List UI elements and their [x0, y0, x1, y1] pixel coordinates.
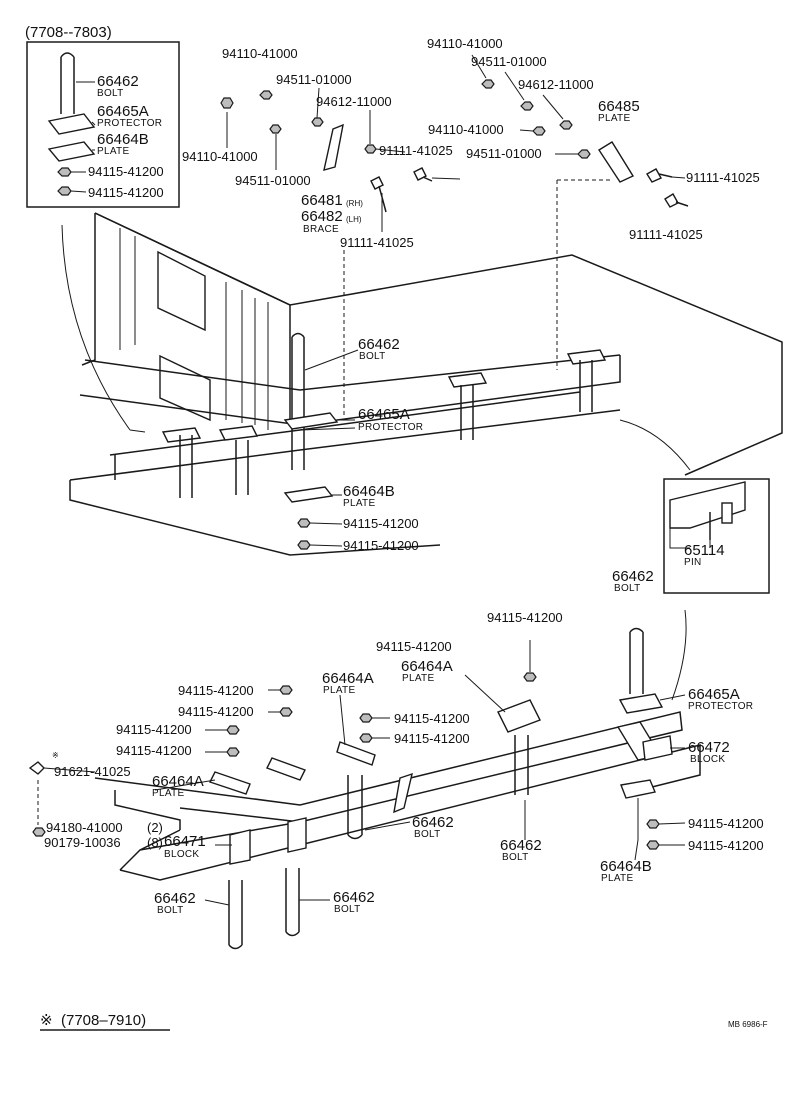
note-mark-bolt: ※ [52, 751, 59, 760]
plate-66485-number: 66485 [598, 98, 640, 115]
lower-nut-m1: 94115-41200 [394, 711, 470, 726]
label-94612-a: 94612-11000 [316, 94, 392, 109]
inset-box-7708-7803 [26, 41, 180, 208]
lower-nut-l3: 94115-41200 [116, 722, 192, 737]
brace-rh-suffix: (RH) [346, 199, 363, 208]
lower-nut-l1: 94115-41200 [178, 683, 254, 698]
lower-nut-r1: 94115-41200 [688, 816, 764, 831]
lower-nut-90179: 90179-10036 [44, 835, 121, 850]
inset-nut-2: 94115-41200 [88, 185, 164, 200]
label-91111-c: 91111-41025 [686, 170, 760, 185]
top-fasteners [220, 54, 689, 232]
lower-bolt-br-number: 66462 [333, 889, 375, 906]
label-94511-d: 94511-01000 [466, 146, 542, 161]
label-91111-b: 91111-41025 [340, 235, 414, 250]
pin-number: 65114 [684, 542, 725, 559]
lower-bolt-center-name: BOLT [502, 852, 529, 863]
lower-block-left-name: BLOCK [164, 849, 200, 860]
brace-name: BRACE [303, 224, 339, 235]
lower-washer-94180: 94180-41000 [46, 820, 123, 835]
lower-nut-r2: 94115-41200 [688, 838, 764, 853]
lower-nut-upper-mid: 94115-41200 [376, 639, 452, 654]
lower-bolt-bl-number: 66462 [154, 890, 196, 907]
label-91111-d: 91111-41025 [629, 227, 703, 242]
lower-block-left-number: 66471 [164, 833, 206, 850]
inset-nut-1: 94115-41200 [88, 164, 164, 179]
inset-bolt-number: 66462 [97, 73, 139, 90]
lower-bolt-right-name: BOLT [614, 583, 641, 594]
upper-bolt-name: BOLT [359, 351, 386, 362]
lower-bolt-bl-name: BOLT [157, 905, 184, 916]
footer-date-range: (7708–7910) [61, 1012, 147, 1029]
label-94110-c: 94110-41000 [427, 36, 503, 51]
lower-bolt-mid-name: BOLT [414, 829, 441, 840]
lower-plate-a-left-number: 66464A [152, 773, 204, 790]
inset-plate-name: PLATE [97, 146, 130, 157]
lower-nut-right-top: 94115-41200 [487, 610, 563, 625]
lower-plate-b-right-number: 66464B [600, 858, 652, 875]
lower-frame [28, 627, 701, 950]
upper-plate-name: PLATE [343, 498, 376, 509]
header-date-range: (7708--7803) [25, 24, 112, 41]
pin-inset-box [663, 478, 770, 594]
lower-bolt-center-number: 66462 [500, 837, 542, 854]
lower-bolt-right-number: 66462 [612, 568, 654, 585]
drawing-code: MB 6986-F [728, 1020, 768, 1029]
brace-number-lh: 66482 [301, 208, 343, 225]
inset-protector-number: 66465A [97, 103, 149, 120]
lower-plate-a-right-number: 66464A [401, 658, 453, 675]
label-94110-d: 94110-41000 [428, 122, 504, 137]
lower-nut-qty: (8) [147, 835, 163, 850]
pin-name: PIN [684, 557, 702, 568]
plate-66485-name: PLATE [598, 113, 631, 124]
lower-bolt-91621: 91621-41025 [54, 764, 131, 779]
footer-note-mark: ※ [40, 1012, 53, 1029]
lower-protector-right-name: PROTECTOR [688, 701, 754, 712]
upper-plate-number: 66464B [343, 483, 395, 500]
label-94612-b: 94612-11000 [518, 77, 594, 92]
lower-nut-l2: 94115-41200 [178, 704, 254, 719]
lower-plate-a-mid-name: PLATE [323, 685, 356, 696]
label-94511-c: 94511-01000 [471, 54, 547, 69]
lower-washer-qty: (2) [147, 820, 163, 835]
lower-plate-a-right-name: PLATE [402, 673, 435, 684]
upper-nut-2: 94115-41200 [343, 538, 419, 553]
lower-bolt-br-name: BOLT [334, 904, 361, 915]
lower-nut-l4: 94115-41200 [116, 743, 192, 758]
upper-protector-name: PROTECTOR [358, 422, 424, 433]
inset-bolt-name: BOLT [97, 88, 124, 99]
lower-nut-m2: 94115-41200 [394, 731, 470, 746]
label-94110-a: 94110-41000 [222, 46, 298, 61]
brace-number-rh: 66481 [301, 192, 343, 209]
leader-lines [43, 81, 687, 906]
label-91111-a: 91111-41025 [379, 143, 453, 158]
upper-fasteners [161, 332, 607, 550]
lower-plate-a-left-name: PLATE [152, 788, 185, 799]
upper-nut-1: 94115-41200 [343, 516, 419, 531]
lower-bolt-mid-number: 66462 [412, 814, 454, 831]
label-94110-b: 94110-41000 [182, 149, 258, 164]
truck-bed-outline [61, 179, 783, 556]
upper-bolt-number: 66462 [358, 336, 400, 353]
inset-protector-name: PROTECTOR [97, 118, 163, 129]
lower-plate-a-mid-number: 66464A [322, 670, 374, 687]
lower-protector-right-number: 66465A [688, 686, 740, 703]
label-94511-b: 94511-01000 [235, 173, 311, 188]
lower-plate-b-right-name: PLATE [601, 873, 634, 884]
brace-lh-suffix: (LH) [346, 215, 362, 224]
upper-protector-number: 66465A [358, 406, 410, 423]
inset-plate-number: 66464B [97, 131, 149, 148]
label-94511-a: 94511-01000 [276, 72, 352, 87]
lower-block-right-number: 66472 [688, 739, 730, 756]
lower-block-right-name: BLOCK [690, 754, 726, 765]
